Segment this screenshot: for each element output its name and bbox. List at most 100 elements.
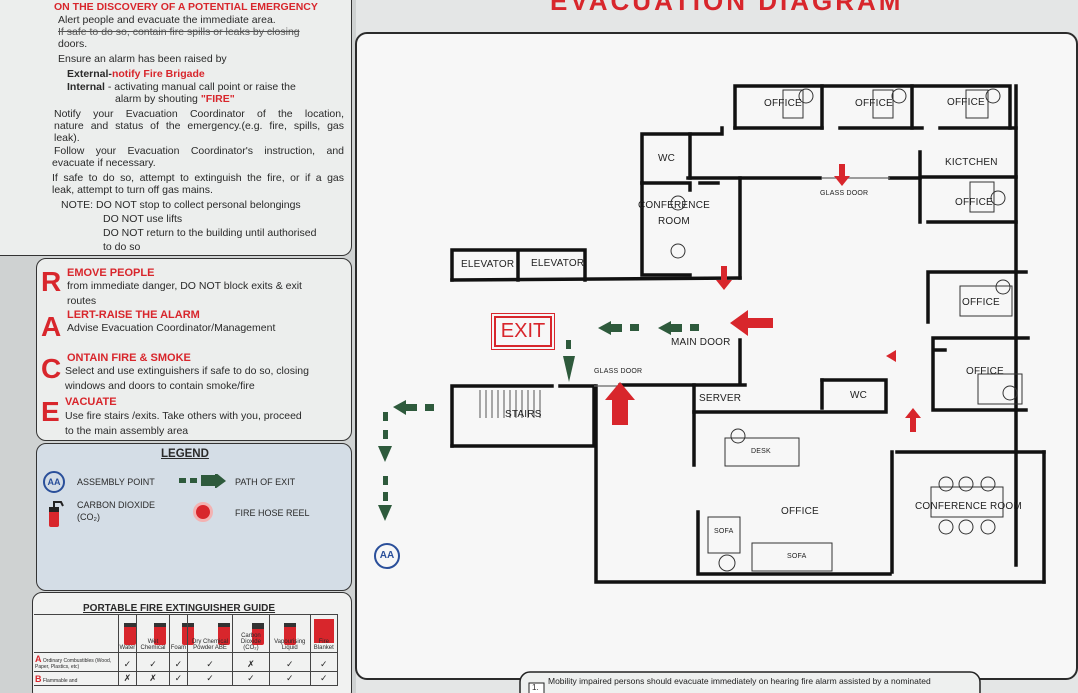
ext-cell: ✓ (268, 671, 311, 686)
race-heading-a: LERT-RAISE THE ALARM (67, 309, 200, 321)
table-row: Water Wet Chemical Foam Dry Chemical Pow… (34, 614, 339, 653)
discovery-line-1: Alert people and evacuate the immediate … (58, 14, 276, 26)
ext-type-dry-chemical: Dry Chemical Powder ABE (187, 614, 233, 653)
fire-hose-reel-icon (193, 502, 213, 522)
legend-title: LEGEND (161, 448, 209, 460)
table-row: B Flammable and ✗ ✗ ✓ ✓ ✓ ✓ ✓ (34, 671, 339, 686)
conference-room-1-line-2: ROOM (658, 216, 690, 227)
diagram-title: EVACUATION DIAGRAM (550, 0, 904, 16)
conference-room-2: CONFERENCE ROOM (915, 501, 1022, 512)
race-e-line-2: to the main assembly area (65, 425, 189, 437)
internal-line-2: alarm by shouting "FIRE" (115, 93, 235, 106)
external-prefix: External- (67, 68, 112, 80)
glass-door-2: GLASS DOOR (594, 368, 643, 375)
ext-type-wet-chemical: Wet Chemical (136, 614, 170, 653)
extinguisher-table: Water Wet Chemical Foam Dry Chemical Pow… (34, 614, 339, 686)
race-heading-c: ONTAIN FIRE & SMOKE (67, 352, 191, 364)
race-e-line-1: Use fire stairs /exits. Take others with… (65, 410, 302, 422)
desk-label: DESK (751, 448, 771, 455)
glass-door-1: GLASS DOOR (820, 190, 869, 197)
note-line-2: DO NOT use lifts (103, 213, 183, 225)
conference-room-1-line-1: CONFERENCE (638, 200, 711, 211)
race-heading-r: EMOVE PEOPLE (67, 267, 155, 279)
stairs-label: STAIRS (505, 409, 542, 420)
ext-cell: ✓ (168, 671, 189, 686)
discovery-line-3: doors. (58, 38, 88, 50)
path-of-exit-icon (179, 474, 226, 488)
notify-line-7: leak, attempt to turn off gas mains. (52, 184, 213, 196)
assembly-point-icon: AA (374, 543, 400, 569)
fire-word: "FIRE" (200, 93, 235, 105)
ext-cell: ✗ (136, 671, 170, 686)
note-line-3: DO NOT return to the building until auth… (103, 227, 317, 239)
assembly-point-icon: AA (43, 471, 65, 493)
notify-line-2: nature and status of the emergency.(e.g.… (54, 120, 344, 132)
notify-line-3: leak). (54, 132, 80, 144)
internal-prefix: Internal (67, 81, 105, 93)
sofa-1: SOFA (714, 528, 734, 535)
external-action: notify Fire Brigade (111, 68, 205, 80)
sofa-2: SOFA (787, 553, 807, 560)
extinguisher-title: PORTABLE FIRE EXTINGUISHER GUIDE (83, 603, 276, 614)
discovery-line-4: Ensure an alarm has been raised by (58, 53, 227, 65)
discovery-panel: ON THE DISCOVERY OF A POTENTIAL EMERGENC… (0, 0, 352, 256)
table-row: A Ordinary Combustibles (Wood, Paper, Pl… (34, 652, 339, 672)
race-letter-a: A (41, 311, 62, 342)
discovery-title: ON THE DISCOVERY OF A POTENTIAL EMERGENC… (54, 1, 318, 13)
ext-row-b-label: B Flammable and (34, 671, 119, 686)
instructions-column: ON THE DISCOVERY OF A POTENTIAL EMERGENC… (0, 0, 356, 693)
legend-panel: LEGEND AA ASSEMBLY POINT PATH OF EXIT CA… (36, 443, 352, 591)
ext-type-blanket: Fire Blanket (309, 614, 339, 653)
room-office-1: OFFICE (764, 98, 802, 109)
room-office-4: OFFICE (955, 197, 993, 208)
race-a-line-1: Advise Evacuation Coordinator/Management (67, 322, 276, 334)
note-line-1: NOTE: DO NOT stop to collect personal be… (61, 199, 301, 211)
green-path-arrows (378, 321, 699, 521)
note-line-4: to do so (103, 241, 141, 253)
race-letter-c: C (41, 353, 62, 384)
evacuation-diagram (355, 32, 1078, 680)
race-c-line-2: windows and doors to contain smoke/fire (65, 380, 255, 392)
race-r-line-1: from immediate danger, DO NOT block exit… (67, 280, 302, 292)
room-office-2: OFFICE (855, 98, 893, 109)
ext-cell: ✓ (309, 671, 339, 686)
internal-text: - activating manual call point or raise … (107, 81, 296, 93)
room-office-6: OFFICE (966, 366, 1004, 377)
race-panel: R EMOVE PEOPLE from immediate danger, DO… (36, 258, 352, 441)
notify-line-1: Notify your Evacuation Coordinator of th… (54, 108, 344, 120)
legend-assembly-label: ASSEMBLY POINT (77, 477, 155, 487)
notify-line-4: Follow your Evacuation Coordinator's ins… (54, 145, 344, 157)
footer-number: 1. (532, 683, 539, 692)
race-letter-r: R (41, 266, 62, 297)
legend-path-label: PATH OF EXIT (235, 477, 296, 487)
race-r-line-2: routes (67, 295, 97, 307)
room-office-3: OFFICE (947, 97, 985, 108)
main-door-label: MAIN DOOR (671, 337, 731, 348)
elevator-1: ELEVATOR (461, 259, 515, 270)
room-office-5: OFFICE (962, 297, 1000, 308)
discovery-line-2: If safe to do so, contain fire spills or… (58, 26, 300, 38)
footer-note: Mobility impaired persons should evacuat… (548, 676, 931, 686)
ext-type-vapourising: Vapourising Liquid (268, 614, 311, 653)
ext-type-co2: Carbon Dioxide (CO₂) (231, 614, 270, 653)
exit-sign: EXIT (491, 313, 555, 350)
room-wc-2: WC (850, 390, 868, 401)
ext-cell: ✓ (231, 671, 270, 686)
footer-pill (519, 671, 981, 693)
legend-co2-line-1: CARBON DIOXIDE (77, 500, 156, 510)
red-exit-arrows (605, 164, 921, 432)
legend-co2-line-2: (CO₂) (77, 512, 100, 522)
race-letter-e: E (41, 396, 60, 427)
internal-text-2: alarm by shouting (115, 93, 198, 105)
legend-hose-label: FIRE HOSE REEL (235, 508, 310, 518)
co2-extinguisher-icon (49, 501, 64, 527)
room-wc-1: WC (658, 153, 676, 164)
room-office-7: OFFICE (781, 506, 819, 517)
internal-line: Internal - activating manual call point … (67, 81, 296, 94)
notify-line-5: evacuate if necessary. (52, 157, 156, 169)
race-c-line-1: Select and use extinguishers if safe to … (65, 365, 309, 377)
room-kitchen: KICTCHEN (945, 157, 998, 168)
notify-line-6: If safe to do so, attempt to extinguish … (52, 172, 344, 184)
external-line: External-notify Fire Brigade (67, 68, 205, 81)
